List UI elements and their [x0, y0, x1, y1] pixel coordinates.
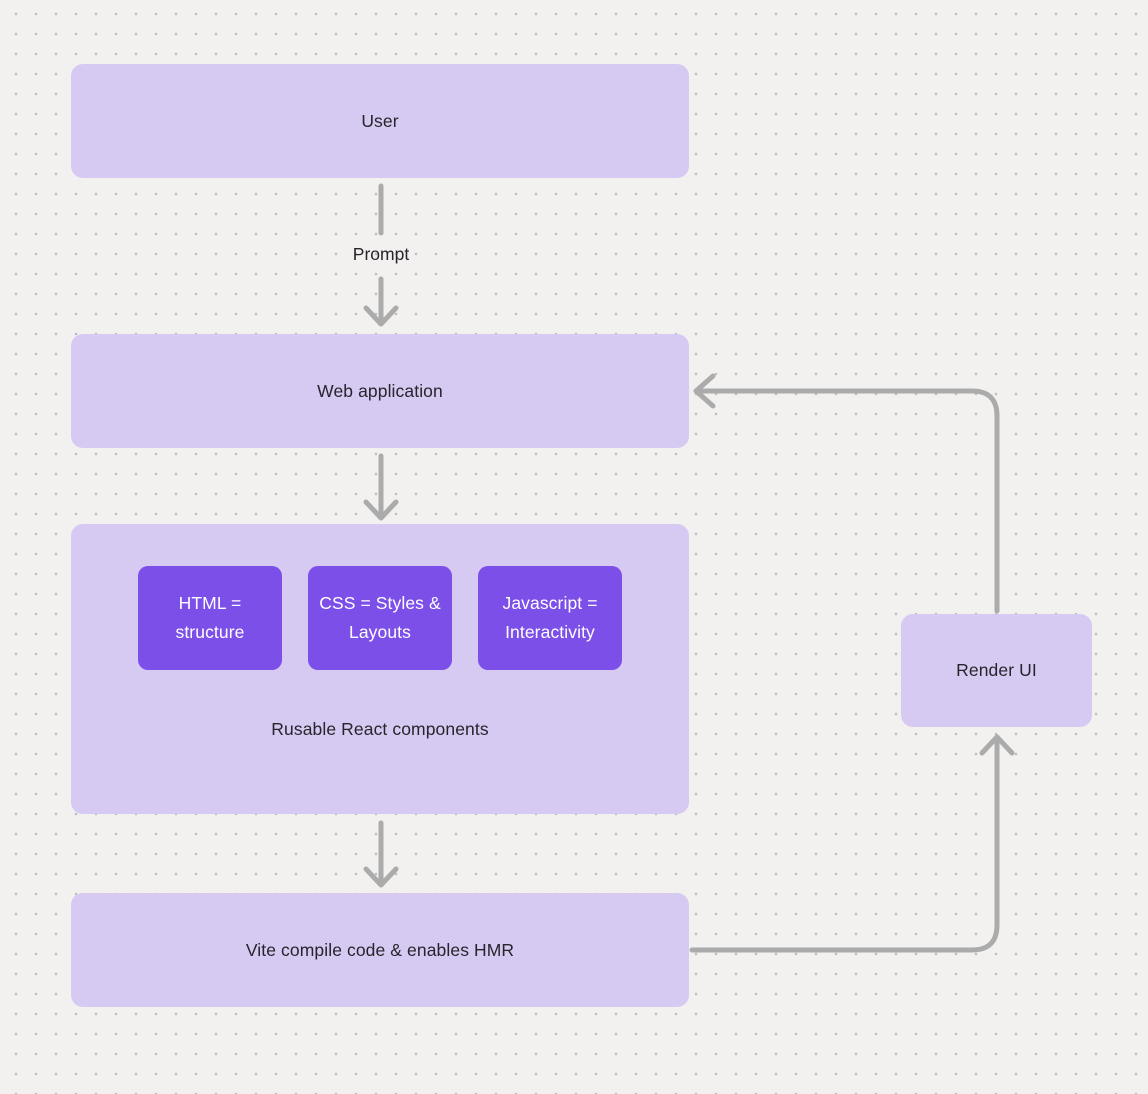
edge-line — [698, 388, 1000, 614]
arrowhead-down-icon — [363, 866, 399, 888]
subnode-html[interactable]: HTML = structure — [138, 566, 282, 670]
node-user-label: User — [361, 110, 399, 131]
edge-line — [689, 739, 1000, 953]
node-web-application[interactable]: Web application — [71, 334, 689, 448]
edge-web-to-components — [363, 453, 399, 521]
arrowhead-left-icon — [693, 373, 716, 409]
node-user[interactable]: User — [71, 64, 689, 178]
edge-components-to-vite — [363, 820, 399, 888]
arrowhead-up-icon — [979, 734, 1015, 756]
node-web-application-label: Web application — [317, 380, 443, 401]
node-vite[interactable]: Vite compile code & enables HMR — [71, 893, 689, 1007]
subnode-css[interactable]: CSS = Styles & Layouts — [308, 566, 452, 670]
subnode-html-label: HTML = structure — [175, 593, 245, 642]
node-vite-label: Vite compile code & enables HMR — [245, 939, 515, 960]
subnode-css-label: CSS = Styles & Layouts — [319, 593, 441, 642]
node-render-ui-label: Render UI — [956, 660, 1037, 680]
edge-label-prompt: Prompt — [352, 244, 410, 264]
edge-render-to-web — [693, 373, 1000, 614]
node-components-group[interactable]: HTML = structure CSS = Styles & Layouts … — [71, 524, 689, 814]
edge-vite-to-render — [689, 734, 1015, 953]
subnode-javascript[interactable]: Javascript = Interactivity — [478, 566, 622, 670]
arrowhead-down-icon — [363, 305, 399, 327]
subnode-javascript-label: Javascript = Interactivity — [502, 593, 598, 642]
node-components-group-label: Rusable React components — [271, 719, 489, 739]
arrowhead-down-icon — [363, 499, 399, 521]
node-render-ui[interactable]: Render UI — [901, 614, 1092, 727]
